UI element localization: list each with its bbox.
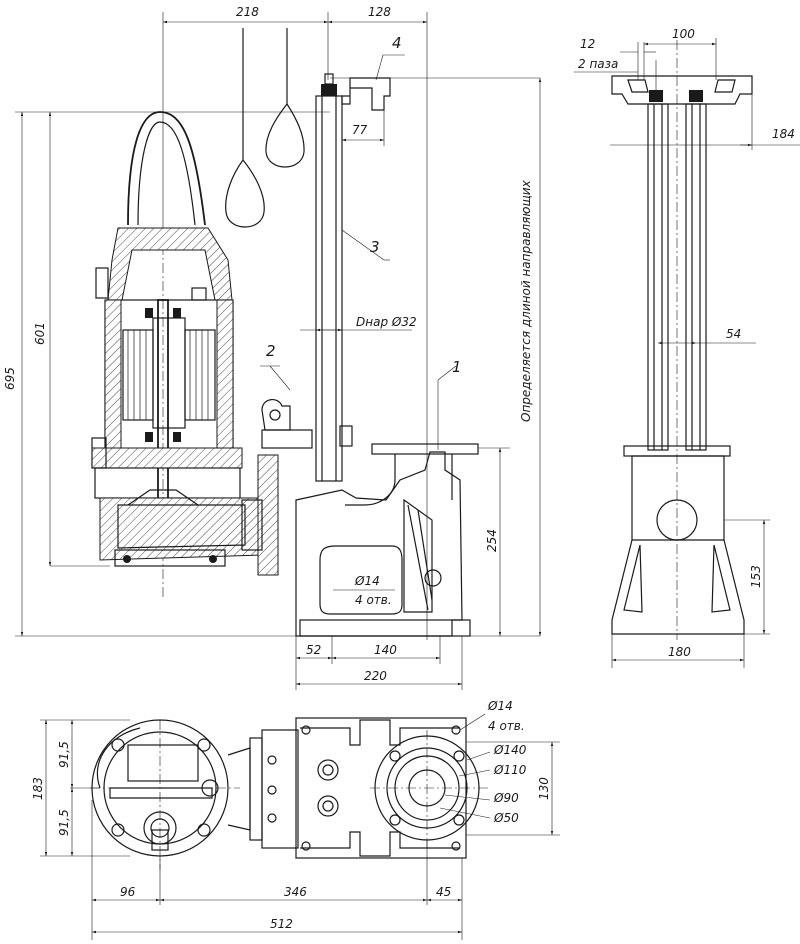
dim-128: 128 (368, 5, 391, 19)
dim-plan-183: 183 (31, 777, 45, 800)
dim-plan-14: Ø14 (487, 699, 513, 713)
dim-plan-346: 346 (284, 885, 307, 899)
pressure-base (295, 451, 463, 637)
dim-695: 695 (3, 367, 17, 390)
stator (122, 317, 216, 429)
plan-view (40, 713, 560, 940)
dim-side-2-slots: 2 паза (578, 57, 618, 71)
callout-2: 2 (266, 342, 276, 360)
dim-plan-90: Ø90 (493, 791, 519, 805)
side-top-plate (611, 75, 753, 105)
dim-220: 220 (364, 669, 387, 683)
dim-plan-140: Ø140 (493, 743, 527, 757)
dim-601: 601 (33, 322, 47, 345)
dim-254: 254 (485, 529, 499, 552)
dim-plan-96: 96 (120, 885, 136, 899)
callout-3: 3 (370, 238, 380, 256)
dim-52: 52 (306, 643, 321, 657)
dim-side-184: 184 (772, 127, 795, 141)
dim-side-54: 54 (726, 327, 741, 341)
dimension-labels: 218 128 695 601 77 Dнар Ø32 254 Ø14 4 от… (3, 5, 795, 931)
dim-side-180: 180 (668, 645, 691, 659)
pump-volute (99, 497, 263, 561)
dim-side-153: 153 (749, 565, 763, 588)
dim-hole-14: Ø14 (354, 574, 380, 588)
side-outlet-hole (656, 499, 698, 541)
dim-plan-50: Ø50 (493, 811, 519, 825)
dim-plan-110: Ø110 (493, 763, 527, 777)
outlet-flange (371, 443, 479, 455)
motor-cap (107, 227, 233, 301)
coupling-claw (261, 399, 291, 431)
plan-base (295, 717, 467, 859)
dim-plan-512: 512 (270, 917, 293, 931)
callout-4: 4 (392, 34, 402, 52)
dim-140: 140 (374, 643, 397, 657)
side-rail-right (685, 103, 707, 451)
dim-plan-91-5-top: 91,5 (57, 741, 71, 768)
dim-218: 218 (236, 5, 259, 19)
dim-plan-130: 130 (537, 777, 551, 800)
upper-bracket (341, 77, 391, 111)
side-rail-left (647, 103, 669, 451)
dim-4-holes: 4 отв. (355, 593, 392, 607)
pump-handle (127, 111, 206, 226)
guide-length-note: Определяется длиной направляющих (519, 179, 533, 422)
float-switch-left (225, 159, 265, 228)
dim-side-100: 100 (672, 27, 695, 41)
dim-plan-91-5-bottom: 91,5 (57, 809, 71, 836)
side-view (574, 38, 800, 668)
callout-1: 1 (452, 358, 462, 376)
float-switch-right (265, 102, 305, 168)
dim-side-12: 12 (580, 37, 595, 51)
dim-pipe-diameter: Dнар Ø32 (356, 315, 417, 329)
front-view (15, 12, 542, 690)
guide-rails (315, 95, 343, 482)
dim-plan-4-holes: 4 отв. (488, 719, 525, 733)
callout-labels: 1 2 3 4 (266, 34, 462, 376)
dim-plan-45: 45 (436, 885, 451, 899)
dim-77: 77 (352, 123, 368, 137)
